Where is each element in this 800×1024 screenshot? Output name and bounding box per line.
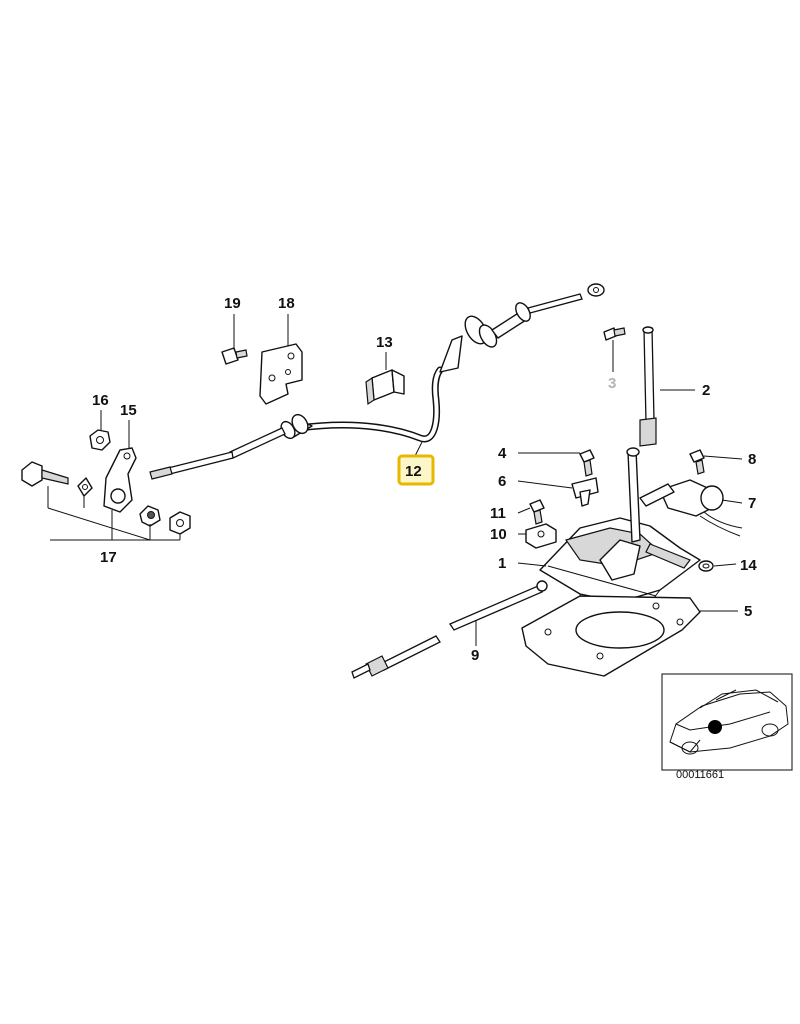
label-10[interactable]: 10	[490, 526, 507, 543]
clip-part-13[interactable]	[365, 369, 405, 406]
bolt-part-11[interactable]	[529, 499, 545, 525]
screw-part-8[interactable]	[689, 449, 705, 475]
shifter-housing-part-1[interactable]	[539, 447, 701, 617]
inset-frame	[661, 673, 793, 771]
label-8[interactable]: 8	[748, 451, 756, 468]
label-18[interactable]: 18	[278, 295, 295, 312]
leader-lines	[47, 314, 743, 646]
selector-rod-part-9[interactable]	[351, 580, 548, 679]
label-7[interactable]: 7	[748, 495, 756, 512]
nut-part-17d[interactable]	[169, 511, 191, 535]
screw-part-3[interactable]	[603, 327, 626, 341]
switch-part-7[interactable]	[639, 479, 743, 537]
bolt-part-17a[interactable]	[21, 461, 69, 487]
label-3[interactable]: 3	[608, 375, 616, 392]
selector-cable-part-12[interactable]	[149, 283, 605, 480]
label-11[interactable]: 11	[490, 505, 506, 522]
bracket-part-18[interactable]	[259, 343, 303, 405]
label-1[interactable]: 1	[498, 555, 506, 572]
label-15[interactable]: 15	[120, 402, 137, 419]
location-marker-icon	[708, 720, 722, 734]
vehicle-locator-inset: 00011661	[661, 673, 793, 781]
highlight-box-part-12	[397, 454, 435, 486]
base-plate-part-5[interactable]	[521, 595, 701, 677]
bracket-part-15[interactable]	[103, 447, 137, 513]
clip-nut-part-6[interactable]	[571, 477, 599, 507]
car-icon	[669, 689, 789, 755]
part-labels: 19 18 13 16 15 17 12 3 2 4 6 11 10 1 8 7…	[92, 295, 757, 664]
label-4[interactable]: 4	[498, 445, 507, 462]
washer-part-14[interactable]	[698, 560, 714, 572]
grommet-part-17c[interactable]	[139, 505, 161, 527]
diagram-code: 00011661	[676, 769, 724, 781]
label-19[interactable]: 19	[224, 295, 241, 312]
label-17[interactable]: 17	[100, 549, 117, 566]
label-12[interactable]: 12	[405, 463, 422, 480]
bolt-part-19[interactable]	[221, 347, 248, 365]
label-5[interactable]: 5	[744, 603, 752, 620]
label-14[interactable]: 14	[740, 557, 757, 574]
label-9[interactable]: 9	[471, 647, 479, 664]
screw-part-4[interactable]	[579, 449, 595, 477]
label-16[interactable]: 16	[92, 392, 109, 409]
washer-part-17b[interactable]	[77, 477, 93, 497]
clamp-part-10[interactable]	[525, 523, 557, 549]
label-6[interactable]: 6	[498, 473, 506, 490]
nut-part-16[interactable]	[89, 429, 111, 451]
label-2[interactable]: 2	[702, 382, 710, 399]
hardware-group-left	[21, 429, 191, 535]
label-13[interactable]: 13	[376, 334, 393, 351]
shift-rod-part-2[interactable]	[639, 326, 657, 447]
